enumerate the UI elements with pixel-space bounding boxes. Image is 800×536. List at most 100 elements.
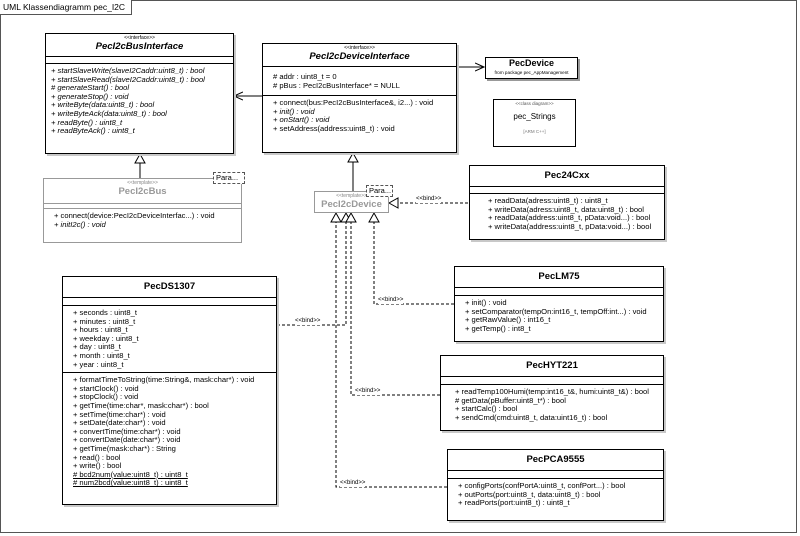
operation: + setDate(date:char*) : void [73,419,166,428]
operations-section: + readData(adress:uint8_t) : uint8_t + w… [470,194,664,234]
spacer-section [63,298,276,306]
operation: # generateStart() : bool [51,84,130,93]
operation: + startSlaveRead(slaveI2Caddr:uint8_t) :… [51,75,205,84]
operation: # getData(pBuffer:uint8_t*) : bool [455,396,566,405]
bind-label-pec24cxx: <<bind>> [416,196,442,203]
operations-section: + init() : void + setComparator(tempOn:i… [455,296,663,336]
bind-pecpca9555 [330,211,447,488]
class-pecds1307[interactable]: PecDS1307 + seconds : uint8_t + minutes … [62,276,277,505]
class-name: PecDS1307 [143,281,196,292]
diagram-footer: [ARM C++] [523,129,546,134]
class-pec24cxx[interactable]: Pec24Cxx + readData(adress:uint8_t) : ui… [469,165,665,240]
class-peclm75[interactable]: PecLM75 + init() : void + setComparator(… [454,266,664,342]
operation: + onStart() : void [273,116,330,125]
operation: # num2bcd(value:uint8_t) : uint8_t [73,479,188,488]
operation: + getTime(time:char*, mask:char*) : bool [73,401,209,410]
operation: + configPorts(confPortA:uint8_t, confPor… [458,482,626,490]
operation: + initI2c() : void [54,220,106,229]
operations-section: + configPorts(confPortA:uint8_t, confPor… [448,479,663,511]
attribute: + weekday : uint8_t [73,334,139,343]
operation: + write() : bool [73,462,122,471]
diagram-name: pec_Strings [513,112,556,121]
operation: + read() : bool [73,453,121,462]
class-name: PecI2cDevice [321,199,382,210]
class-name: PecI2cBusInterface [95,41,184,52]
bind-label-pecpca9555: <<bind>> [340,480,366,487]
class-pec-device[interactable]: PecDevice from package pec_AppManagement [485,57,578,79]
stereotype-label: <<class diagram>> [515,101,554,106]
attribute: + hours : uint8_t [73,326,128,335]
operation: + writeData(address:uint8_t, pData:void.… [488,222,652,231]
operations-section: + connect(device:PecI2cDeviceInterfac...… [44,209,241,232]
bind-peclm75 [368,211,454,305]
operation: + setAddress(address:uint8_t) : void [273,124,395,133]
attribute: # pBus : PecI2cBusInterface* = NULL [273,81,400,90]
stereotype-label: <<template>> [127,180,158,186]
operation: + startCalc() : bool [455,405,518,414]
operation: + writeByteAck(data:uint8_t) : bool [51,109,167,118]
operation: + writeByte(data:uint8_t) : bool [51,101,155,110]
template-parameter: Para... [213,172,245,184]
bind-label-pechyt221: <<bind>> [355,388,381,395]
operation: + readPorts(port:uint8_t) : uint8_t [458,499,570,508]
attributes-section [455,288,663,296]
class-pecpca9555[interactable]: PecPCA9555 + configPorts(confPortA:uint8… [447,449,664,521]
attribute: + day : uint8_t [73,343,121,352]
stereotype-label: <<interface>> [344,45,375,51]
package-note: from package pec_AppManagement [494,70,569,75]
attributes-section [44,204,241,209]
operation: + getTemp() : int8_t [465,324,531,333]
bind-label-pecds1307: <<bind>> [295,318,321,325]
operations-section: + connect(bus:PecI2cBusInterface&, i2...… [263,96,456,136]
class-name: PecDevice [508,58,555,68]
operation: + connect(bus:PecI2cBusInterface&, i2...… [273,99,434,108]
operation: + setComparator(tempOn:int16_t, tempOff:… [465,307,647,316]
operation: + readData(adress:uint8_t) : uint8_t [488,197,608,205]
stereotype-label: <<interface>> [124,35,155,41]
attributes-section [448,471,663,479]
operation: + setTime(time:char*) : void [73,410,166,419]
class-name: Pec24Cxx [544,170,590,181]
class-name: PecI2cDeviceInterface [309,51,410,62]
class-name: PecLM75 [538,271,580,282]
operation: + generateStop() : void [51,92,129,101]
operation: + convertDate(date:char*) : void [73,436,181,445]
attribute: + seconds : uint8_t [73,309,137,317]
operation: + readByte() : uint8_t [51,118,123,127]
attribute: # addr : uint8_t = 0 [273,73,337,81]
attribute: + year : uint8_t [73,360,124,369]
operation: + readByteAck() : uint8_t [51,127,135,136]
attributes-section: + seconds : uint8_t + minutes : uint8_t … [63,306,276,374]
operation: + startClock() : void [73,384,139,393]
operation: + readTemp100Humi(temp:int16_t&, humi:ui… [455,388,649,396]
class-pechyt221[interactable]: PecHYT221 + readTemp100Humi(temp:int16_t… [440,355,664,431]
operation: # bcd2num(value:uint8_t) : uint8_t [73,470,188,479]
class-pec-i2c-bus-interface[interactable]: <<interface>> PecI2cBusInterface + start… [45,33,234,154]
operation: + outPorts(port:uint8_t, data:uint8_t) :… [458,490,601,499]
operation: + readData(address:uint8_t, pData:void..… [488,214,651,223]
operation: + getTime(mask:char*) : String [73,444,176,453]
frame-title: UML Klassendiagramm pec_I2C [0,0,133,15]
bind-pechyt221 [345,211,440,396]
attributes-section: # addr : uint8_t = 0 # pBus : PecI2cBusI… [263,67,456,97]
operations-section: + readTemp100Humi(temp:int16_t&, humi:ui… [441,385,663,425]
class-name: PecHYT221 [526,360,578,371]
operation: + sendCmd(cmd:uint8_t, data:uint16_t) : … [455,413,608,422]
attributes-section [441,377,663,385]
operation: + init() : void [465,299,507,307]
class-name: PecI2cBus [118,186,167,197]
class-pec-i2c-bus[interactable]: <<template>> PecI2cBus + connect(device:… [43,178,242,243]
operation: + stopClock() : void [73,393,139,402]
operation: + connect(device:PecI2cDeviceInterfac...… [54,212,215,220]
class-pec-i2c-device-interface[interactable]: <<interface>> PecI2cDeviceInterface # ad… [262,43,457,153]
operation: + startSlaveWrite(slaveI2Caddr:uint8_t) … [51,67,205,75]
operations-section: + startSlaveWrite(slaveI2Caddr:uint8_t) … [46,64,233,139]
template-parameter: Para... [366,185,393,197]
operation: + formatTimeToString(time:String&, mask:… [73,376,255,385]
operation: + convertTime(time:char*) : void [73,427,181,436]
operation: + writeData(adress:uint8_t, data:uint8_t… [488,205,644,214]
attribute: + minutes : uint8_t [73,317,136,326]
class-diagram-pec-strings[interactable]: <<class diagram>> pec_Strings [ARM C++] [493,99,576,147]
